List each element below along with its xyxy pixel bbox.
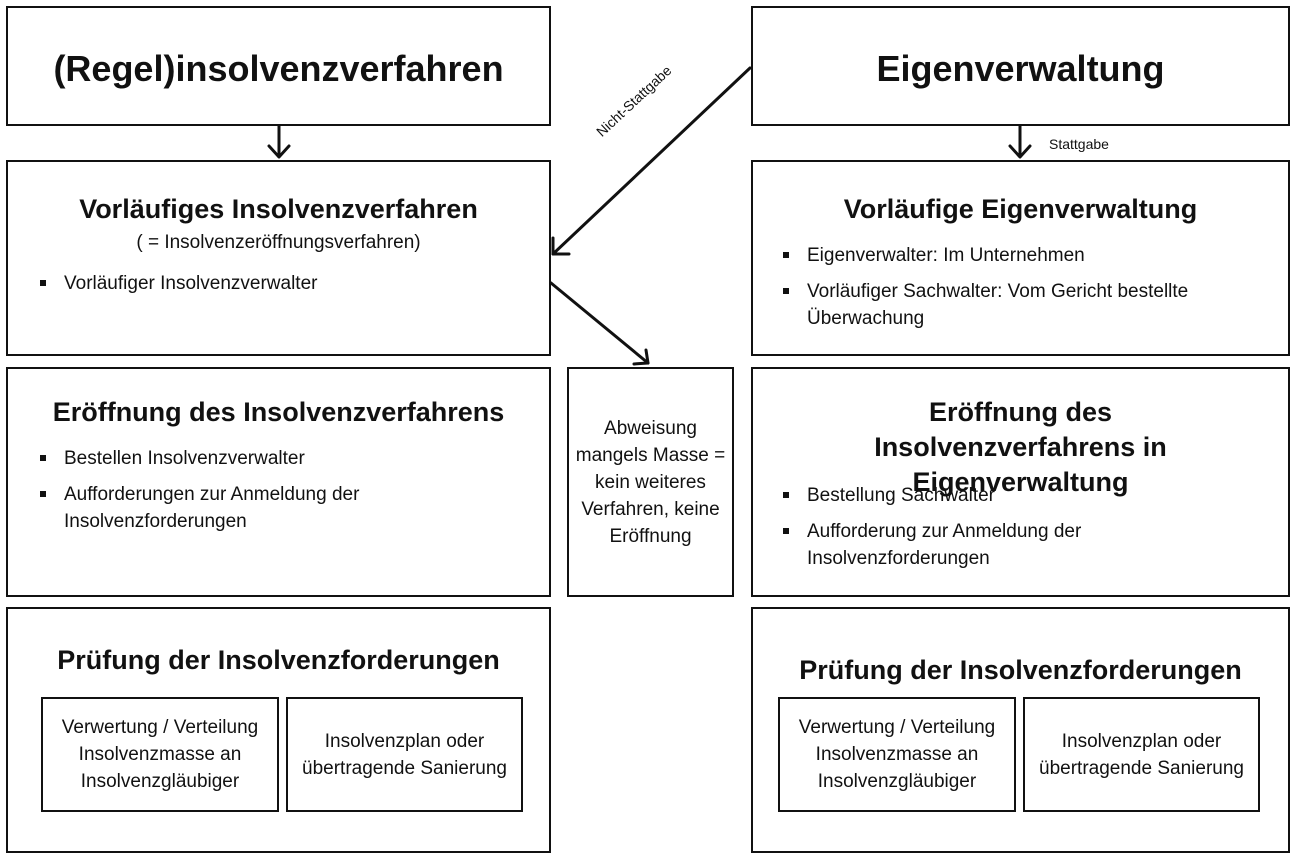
pruefung-eigenverwaltung-title: Prüfung der Insolvenzforderungen <box>799 655 1242 685</box>
arrow-nicht-stattgabe-head <box>551 236 571 256</box>
arrow-to-abweisung <box>549 281 650 365</box>
verwertung-verteilung-eigen-box: Verwertung / Verteilung Insolvenzmasse a… <box>778 697 1016 812</box>
arrow-nicht-stattgabe <box>551 66 752 256</box>
stattgabe-label: Stattgabe <box>1049 136 1109 152</box>
regelinsolvenz-header-box: (Regel)insolvenzverfahren <box>6 6 551 126</box>
vorlaeufige-eigenverwaltung-bullets: Eigenverwalter: Im Unternehmen Vorläufig… <box>783 242 1253 341</box>
bullet-eigenverwalter: Eigenverwalter: Im Unternehmen <box>783 242 1253 269</box>
bullet-vorlaeufiger-insolvenzverwalter: Vorläufiger Insolvenzverwalter <box>40 270 520 297</box>
arrow-regel-to-vorlaeufig-head <box>267 144 291 159</box>
vorlaeufiges-bullets: Vorläufiger Insolvenzverwalter <box>40 270 520 306</box>
bullet-aufforderungen-anmeldung: Aufforderungen zur Anmeldung der Insolve… <box>40 481 510 535</box>
bullet-bestellung-sachwalter: Bestellung Sachwalter <box>783 482 1223 509</box>
vorlaeufige-eigenverwaltung-title: Vorläufige Eigenverwaltung <box>843 194 1198 224</box>
verwertung-verteilung-box: Verwertung / Verteilung Insolvenzmasse a… <box>41 697 279 812</box>
vorlaeufige-eigenverwaltung-box: Vorläufige Eigenverwaltung Eigenverwalte… <box>751 160 1290 356</box>
eroeffnung-eigenverwaltung-bullets: Bestellung Sachwalter Aufforderung zur A… <box>783 482 1223 581</box>
vorlaeufiges-insolvenzverfahren-title: Vorläufiges Insolvenzverfahren <box>79 194 478 224</box>
eroeffnung-bullets: Bestellen Insolvenzverwalter Aufforderun… <box>40 445 510 544</box>
arrow-eigen-to-vorlaeufig-head <box>1008 144 1032 159</box>
bullet-vorlaeufiger-sachwalter: Vorläufiger Sachwalter: Vom Gericht best… <box>783 278 1253 332</box>
abweisung-mangels-masse-box: Abweisung mangels Masse = kein weiteres … <box>567 367 734 597</box>
pruefung-insolvenzforderungen-title: Prüfung der Insolvenzforderungen <box>57 645 500 675</box>
eroeffnung-insolvenzverfahren-box: Eröffnung des Insolvenzverfahrens Bestel… <box>6 367 551 597</box>
eroeffnung-eigenverwaltung-title: Eröffnung des Insolvenzverfahrens in Eig… <box>874 397 1167 497</box>
eroeffnung-eigenverwaltung-box: Eröffnung des Insolvenzverfahrens in Eig… <box>751 367 1290 597</box>
insolvenzplan-box: Insolvenzplan oder übertragende Sanierun… <box>286 697 523 812</box>
bullet-aufforderung-anmeldung: Aufforderung zur Anmeldung der Insolvenz… <box>783 518 1223 572</box>
bullet-bestellen-insolvenzverwalter: Bestellen Insolvenzverwalter <box>40 445 510 472</box>
vorlaeufiges-insolvenzverfahren-box: Vorläufiges Insolvenzverfahren ( = Insol… <box>6 160 551 356</box>
eigenverwaltung-title: Eigenverwaltung <box>876 48 1165 89</box>
eroeffnung-insolvenzverfahren-title: Eröffnung des Insolvenzverfahrens <box>52 397 505 427</box>
arrow-to-abweisung-head <box>632 348 650 366</box>
regelinsolvenz-title: (Regel)insolvenzverfahren <box>53 48 504 89</box>
insolvenzplan-eigen-box: Insolvenzplan oder übertragende Sanierun… <box>1023 697 1260 812</box>
insolvenzeroeffnungsverfahren-subtitle: ( = Insolvenzeröffnungsverfahren) <box>136 232 421 253</box>
eigenverwaltung-header-box: Eigenverwaltung <box>751 6 1290 126</box>
